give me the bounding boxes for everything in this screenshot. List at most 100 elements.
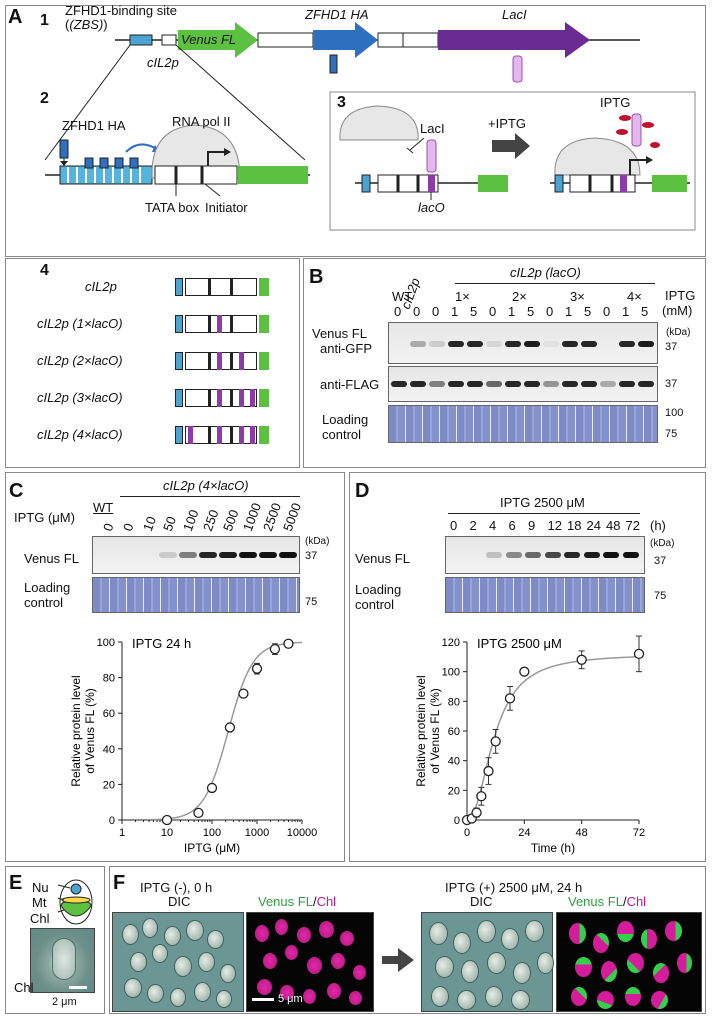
iptg-value: 5: [641, 304, 648, 319]
x-tick-label: 1000: [245, 827, 269, 839]
dic-cell: [217, 991, 231, 1007]
panel-b-row1-label1: Venus FL: [312, 326, 367, 341]
panel-b-mw37: 37: [665, 341, 677, 353]
panel-b-kda: (kDa): [666, 327, 690, 338]
laci-gene-label: LacI: [502, 7, 527, 22]
dic-cell: [486, 987, 502, 1006]
panel-f-venus-chl2: Venus FL/Chl: [568, 894, 646, 909]
construct-diagram: [175, 278, 270, 296]
cell-schematic: [56, 876, 96, 928]
iptg-step-label: +IPTG: [488, 116, 526, 131]
lane-group-label: 1×: [455, 289, 470, 304]
dic-cell: [187, 921, 203, 940]
panel-d-row1-label: Venus FL: [355, 551, 410, 566]
dic-cell: [221, 965, 235, 982]
fluorescent-cell: [353, 965, 366, 980]
panel-c-kda: (kDa): [305, 536, 329, 547]
panel-b-row2-label: anti-FLAG: [320, 377, 379, 392]
cell-dic-micrograph: [30, 928, 95, 993]
time-lane-label: 2: [470, 518, 477, 533]
venus-legend1: Venus FL: [258, 894, 313, 909]
time-lane-label: 24: [587, 518, 601, 533]
laco-site: [217, 352, 222, 370]
blot-band: [410, 341, 426, 347]
panel-e-scale: 2 μm: [52, 996, 77, 1008]
y-tick-label: 40: [448, 756, 460, 768]
blot-band: [562, 341, 578, 347]
laco-site: [217, 315, 222, 333]
fluorescent-cell: [597, 991, 614, 1009]
blot-band: [505, 341, 521, 347]
data-point: [239, 689, 248, 698]
blot-c-loading-control: [92, 577, 300, 613]
blot-b-anti-flag: [388, 366, 658, 402]
y-tick-label: 60: [448, 726, 460, 738]
fluorescent-cell: [677, 953, 692, 973]
x-tick-label: 10000: [287, 827, 318, 839]
dic-cell: [165, 927, 180, 945]
data-point: [253, 664, 262, 673]
blot-band: [562, 381, 578, 387]
fluorescent-cell: [297, 927, 311, 943]
blot-d-venus: [445, 536, 645, 574]
blot-band: [467, 381, 483, 387]
panel-b-group-header: cIL2p (lacO): [510, 265, 581, 280]
time-lane-label: 0: [450, 518, 457, 533]
blot-band: [448, 381, 464, 387]
dic-image-before: [112, 912, 244, 1012]
lane-group-label: 4×: [627, 289, 642, 304]
data-point: [635, 649, 644, 658]
dic-cell: [454, 933, 470, 953]
panel-f-label: F: [113, 872, 125, 895]
y-axis-label-line2: of Venus FL (%): [428, 688, 442, 774]
blot-band: [581, 381, 597, 387]
chart-c-dose-response: IPTG 24 h020406080100110100100010000IPTG…: [30, 630, 330, 855]
fluorescent-cell: [653, 963, 669, 983]
rna-pol-ii-label: RNA pol II: [172, 114, 231, 129]
fluorescent-cell: [303, 989, 316, 1004]
panel-f-dic1: DIC: [168, 894, 190, 909]
panel-f-cond1: IPTG (-), 0 h: [140, 880, 212, 895]
construct-label: cIL2p (2×lacO): [37, 353, 123, 368]
x-tick-label: 1: [119, 827, 125, 839]
blot-band: [410, 381, 426, 387]
dic-cell: [123, 925, 138, 944]
fluorescent-cell: [340, 931, 354, 946]
construct-diagram: [175, 389, 270, 407]
y-tick-label: 20: [103, 779, 115, 791]
chart-title: IPTG 2500 μM: [477, 636, 562, 651]
blot-band: [486, 552, 502, 558]
data-point: [520, 667, 529, 676]
panel-c-mw75: 75: [305, 596, 317, 608]
panel-d-header: IPTG 2500 μM: [500, 495, 585, 510]
blot-band: [600, 381, 616, 387]
iptg-value: 0: [394, 304, 401, 319]
construct-diagram: [175, 426, 270, 444]
construct-diagram: [175, 352, 270, 370]
panel-b-header-line: [455, 283, 655, 284]
panel-f-scale: 5 μm: [278, 993, 303, 1005]
panel-f-dic2: DIC: [470, 894, 492, 909]
dic-cell: [526, 921, 543, 941]
fluorescent-cell: [627, 953, 644, 973]
iptg-value: 1: [451, 304, 458, 319]
zfhd1-gene-label: ZFHD1 HA: [305, 7, 369, 22]
y-tick-label: 80: [448, 696, 460, 708]
fluorescent-cell: [255, 925, 269, 942]
cil2p-gene-label: cIL2p: [147, 55, 179, 70]
x-axis-label: Time (h): [531, 841, 575, 855]
blot-band: [638, 381, 654, 387]
time-lane-label: 12: [548, 518, 562, 533]
panel-e-nu: Nu: [32, 880, 49, 895]
blot-band: [219, 552, 237, 558]
laco-site: [217, 389, 222, 407]
iptg-value: 5: [527, 304, 534, 319]
iptg-value: 1: [622, 304, 629, 319]
laco-site: [217, 426, 222, 444]
panel-c-header-line: [120, 496, 300, 497]
dic-cell: [171, 989, 185, 1006]
fluorescent-cell: [327, 983, 341, 999]
dic-cell: [175, 957, 191, 976]
chl-legend1: Chl: [317, 894, 337, 909]
